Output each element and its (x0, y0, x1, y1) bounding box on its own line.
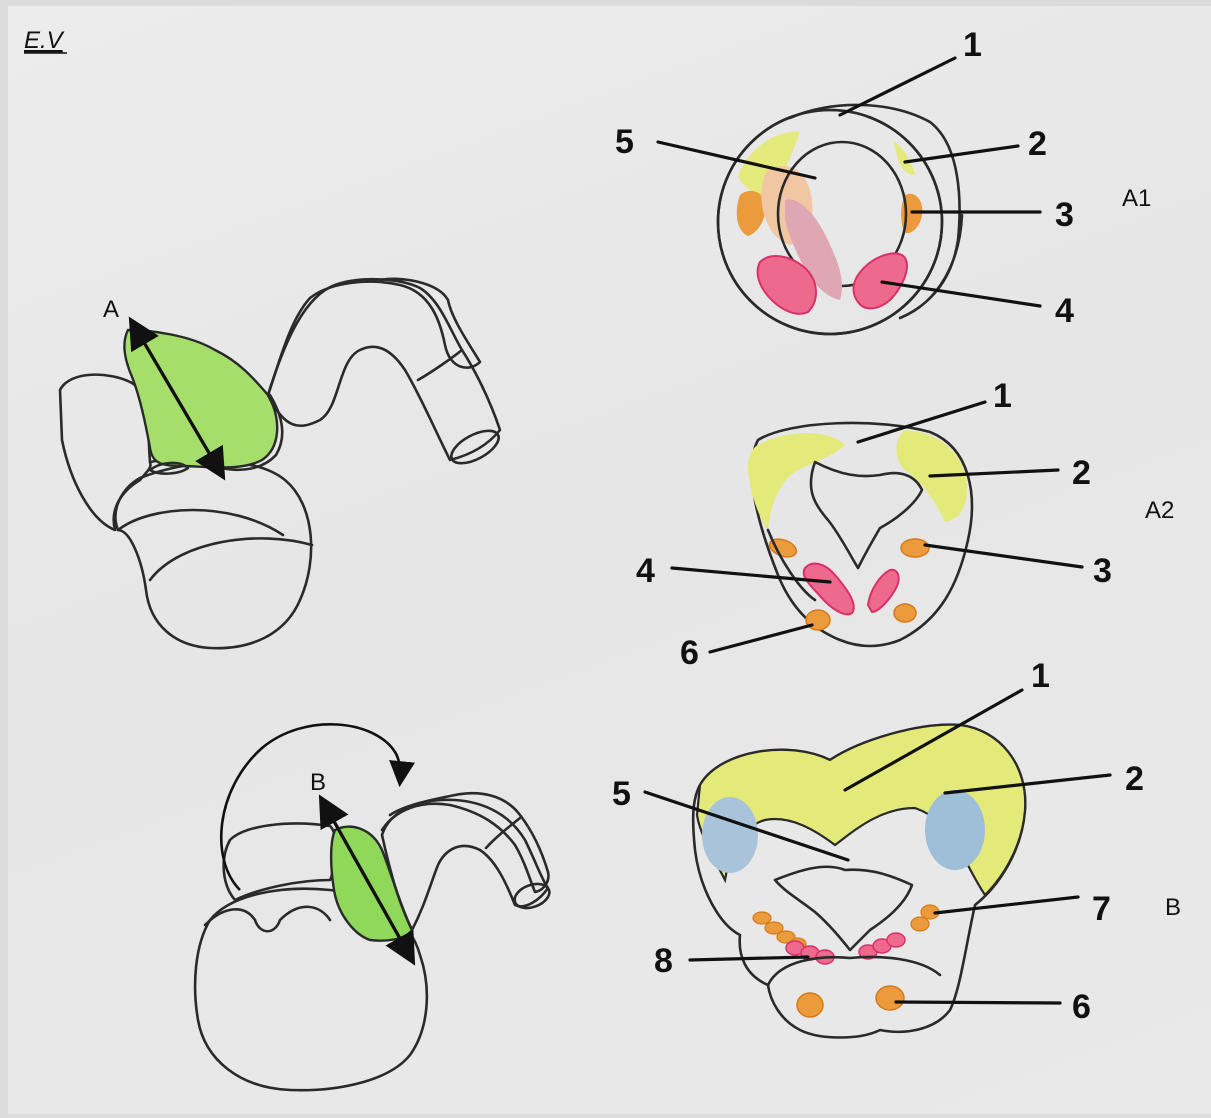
section-a1-drawing (718, 105, 962, 334)
a1-number-3: 3 (1055, 196, 1074, 234)
b-number-1: 1 (1031, 657, 1050, 695)
section-b-drawing (693, 725, 1025, 1038)
b-orange-bottom-right (876, 986, 904, 1010)
embryo-a-lobe-line-2 (118, 510, 283, 535)
a2-number-6: 6 (680, 634, 699, 672)
b-pointer-6 (896, 1002, 1060, 1003)
b-orange-bottom-left (797, 993, 823, 1017)
a1-pointer-2 (905, 146, 1018, 162)
embryo-b-label: B (310, 769, 326, 796)
embryo-a-drawing (60, 279, 504, 648)
b-number-6: 6 (1072, 988, 1091, 1026)
section-a1-label: A1 (1122, 185, 1151, 212)
embryo-a-head-lobe (60, 375, 151, 530)
embryo-a-tube-opening (446, 424, 503, 470)
a1-number-2: 2 (1028, 125, 1047, 163)
embryo-b-bumps (205, 907, 330, 931)
b-number-8: 8 (654, 942, 673, 980)
a1-orange-left (737, 191, 766, 236)
b-number-5: 5 (612, 775, 631, 813)
a2-number-3: 3 (1093, 552, 1112, 590)
a2-orange-right (901, 539, 929, 557)
b-inner-line (768, 957, 940, 985)
a2-pink-right (868, 570, 899, 612)
embryo-a-tube-outline (268, 279, 480, 395)
b-number-7: 7 (1092, 890, 1111, 928)
b-pink-dot (887, 933, 905, 947)
a2-pink-left (804, 564, 854, 615)
section-b-label: B (1165, 894, 1181, 921)
b-orange-right-group (911, 905, 939, 931)
b-blue-right (925, 790, 985, 870)
b-pointer-7 (935, 897, 1078, 913)
embryo-b-drawing (195, 793, 553, 1090)
a1-number-4: 4 (1055, 292, 1074, 330)
embryo-a-label: A (103, 296, 119, 323)
embryo-a-lobe-line (150, 538, 312, 580)
section-a2-label: A2 (1145, 497, 1174, 524)
a1-pointer-4 (882, 282, 1040, 306)
b-number-2: 2 (1125, 760, 1144, 798)
a2-number-2: 2 (1072, 454, 1091, 492)
a1-number-1: 1 (963, 26, 982, 64)
corner-label: E.V (24, 27, 65, 54)
a2-pointer-3 (925, 545, 1082, 567)
a2-number-4: 4 (636, 552, 655, 590)
b-orange-dot (753, 912, 771, 924)
a1-pointer-1 (840, 58, 955, 115)
embryo-a-lower-lobe (115, 462, 311, 648)
b-pink-right-group (859, 933, 905, 959)
a2-pointer-6 (710, 625, 812, 652)
a2-yellow-left (748, 433, 845, 530)
a1-pink-right (854, 254, 907, 309)
a1-number-5: 5 (615, 123, 634, 161)
section-a2-drawing (748, 423, 972, 646)
b-orange-dot (911, 917, 929, 931)
b-blue-left (702, 797, 758, 873)
a2-number-1: 1 (993, 377, 1012, 415)
embryo-b-green-region (331, 827, 412, 941)
a2-orange-bottom-right (894, 604, 916, 622)
b-pointer-8 (690, 957, 808, 960)
